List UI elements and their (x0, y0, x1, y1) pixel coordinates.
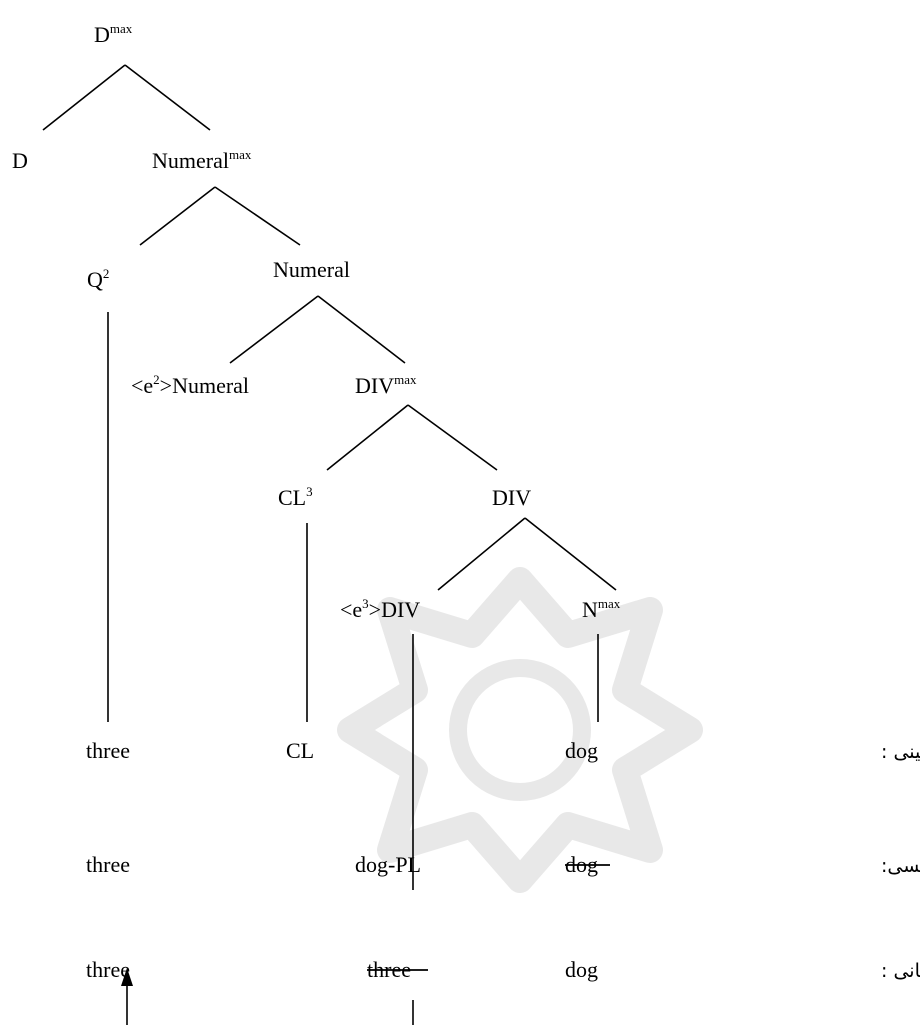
tree-edges (42, 64, 617, 1025)
watermark-rosette (337, 567, 703, 893)
edge-div-nmax (524, 517, 617, 591)
node-d: D (12, 148, 28, 173)
leaf-q: three (86, 852, 130, 877)
node-nmax: Nmax (582, 596, 621, 622)
node-numeral: Numeral (273, 257, 350, 282)
leaf-row-hungarian: three three dog مجارستانی : (86, 957, 920, 982)
leaf-row-english: three dog-PL dog انگلیسی: (86, 852, 920, 877)
node-nummax: Numeralmax (152, 147, 252, 173)
edge-nummax-q (139, 186, 216, 246)
leaf-n: dog (565, 957, 598, 982)
edge-numeral-e2 (229, 295, 319, 364)
edge-divmax-cl3 (326, 404, 409, 471)
leaf-n: dog (565, 738, 598, 763)
leaf-cl: CL (286, 738, 314, 763)
tree-nodes: Dmax D Numeralmax Q2 Numeral <e2>Numeral… (12, 21, 621, 622)
node-e3-div: <e3>DIV (340, 596, 420, 622)
leaf-row-chinese: three CL dog چینی : (86, 738, 920, 763)
edge-div-e3 (437, 517, 526, 591)
node-divmax: DIVmax (355, 372, 417, 398)
arrow-up-icon (121, 968, 133, 986)
edge-dmax-d (42, 64, 126, 131)
node-e2-numeral: <e2>Numeral (131, 372, 249, 398)
language-label: چینی : (881, 741, 920, 763)
leaf-div: dog-PL (355, 852, 421, 877)
edge-dmax-nummax (124, 64, 211, 131)
language-label: انگلیسی: (881, 854, 920, 877)
edge-numeral-divmax (317, 295, 406, 364)
edge-nummax-numeral (214, 186, 301, 246)
node-q: Q2 (87, 266, 109, 292)
language-label: مجارستانی : (881, 960, 920, 982)
leaf-q: three (86, 957, 130, 982)
leaf-q: three (86, 738, 130, 763)
node-div: DIV (492, 485, 531, 510)
edge-divmax-div (407, 404, 498, 471)
node-dmax: Dmax (94, 21, 133, 47)
node-cl3: CL3 (278, 484, 313, 510)
